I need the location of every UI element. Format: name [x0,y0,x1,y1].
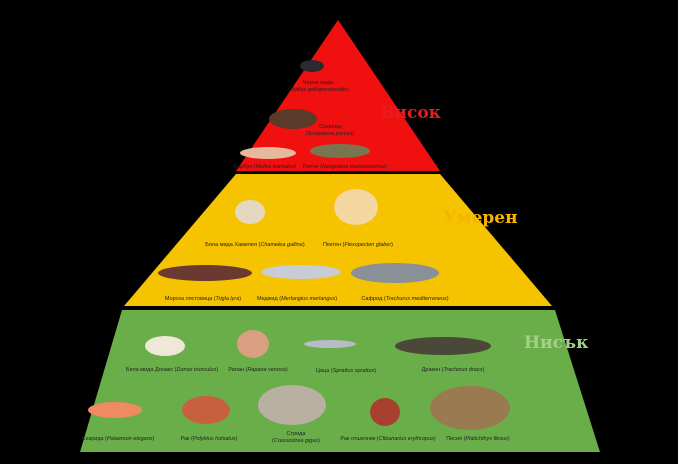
latin-name: Crassostrea gigas [273,438,319,444]
common-name: Морска лястовица [164,296,213,302]
organism-label: Скорпид(Scorpaena porcus) [305,124,355,137]
organism-label: Черна мида(Mytilus galloprovincialis) [287,80,349,93]
common-name: Стрида [286,431,306,437]
common-name: Рак [180,436,190,442]
common-name: Черна мида [302,80,334,86]
latin-name: Palaemon elegans [106,436,153,442]
gurnard-icon [158,265,252,281]
tier-low-shape [80,310,600,452]
organism-label: Бяла мида Хамелея (Chamelea gallina) [205,242,305,248]
shrimp-icon [88,402,142,418]
organism-label: Меджид (Merlangius merlangus) [256,296,338,302]
flounder-icon [430,386,510,430]
common-name: Бяла мида Донакс [125,367,174,373]
crab-icon [182,396,230,424]
latin-name: Merlangius merlangus [281,296,336,302]
mussel-icon [300,60,324,72]
common-name: Меджид [256,296,278,302]
common-name: Пектен [322,242,342,248]
latin-name: Rapana venosa [247,367,286,373]
common-name: Сафрид [361,296,383,302]
tier-high-shape [236,20,440,171]
organism-label: Пектен (Flexopecten glaber) [322,242,394,248]
tier-low-label: Нисък [524,333,589,353]
common-name: Дракон [421,367,441,373]
organism-label: Барбун (Mullus barbatus) [233,164,297,170]
latin-name: Neogobius melanostomus [321,164,386,170]
scorpionfish-icon [269,109,317,129]
tier-high-label: Висок [380,103,441,123]
whiting-icon [261,265,341,279]
organism-label: Рапан (Rapana venosa) [228,367,288,373]
common-name: Попче [302,164,319,170]
rapana-icon [237,330,269,358]
goby-icon [310,144,370,158]
organism-label: Скарида (Palaemon elegans) [81,436,155,442]
organism-label: Бяла мида Донакс (Donax trunculus) [125,367,219,373]
common-name: Бяла мида Хамелея [205,242,257,248]
latin-name: Mullus barbatus [255,164,295,170]
donax-icon [145,336,185,356]
clam-icon [235,200,265,224]
organism-label: Сафрид (Trachurus mediterraneus) [361,296,449,302]
latin-name: Clibanarius erythropus [378,436,434,442]
organism-label: Цаца (Sprattus sprattus) [315,368,377,374]
latin-name: Trachurus mediterraneus [385,296,447,302]
latin-name: Sprattus sprattus [332,368,375,374]
tier-medium-shape [124,174,552,306]
common-name: Скорпид [319,124,341,130]
latin-name: Donax trunculus [176,367,217,373]
organism-label: Рак отшелник (Clibanarius erythropus) [340,436,436,442]
latin-name: Trachinus draco [443,367,483,373]
tier-medium-label: Умерен [443,208,518,228]
common-name: Цаца [315,368,330,374]
organism-label: Писия (Platichthys flesus) [446,436,510,442]
organism-label: Дракон (Trachinus draco) [421,367,485,373]
latin-name: Scorpaena porcus [307,131,353,137]
common-name: Барбун [233,164,253,170]
red-mullet-icon [240,147,296,159]
latin-name: Platichthys flesus [465,436,508,442]
common-name: Скарида [81,436,104,442]
common-name: Писия [446,436,463,442]
sprat-icon [304,340,356,348]
latin-name: Mytilus galloprovincialis [289,87,347,93]
latin-name: Trigla lyra [215,296,240,302]
organism-label: Морска лястовица (Trigla lyra) [164,296,242,302]
latin-name: Polybius holsatus [192,436,236,442]
latin-name: Chamelea gallina [260,242,303,248]
latin-name: Flexopecten glaber [344,242,392,248]
hermit-crab-icon [370,398,400,426]
scallop-icon [334,189,378,225]
common-name: Рапан [228,367,244,373]
weever-icon [395,337,491,355]
common-name: Рак отшелник [340,436,376,442]
horse-mackerel-icon [351,263,439,283]
oyster-icon [258,385,326,425]
organism-label: Попче (Neogobius melanostomus) [302,164,388,170]
organism-label: Стрида(Crassostrea gigas) [271,431,321,444]
organism-label: Рак (Polybius holsatus) [180,436,238,442]
